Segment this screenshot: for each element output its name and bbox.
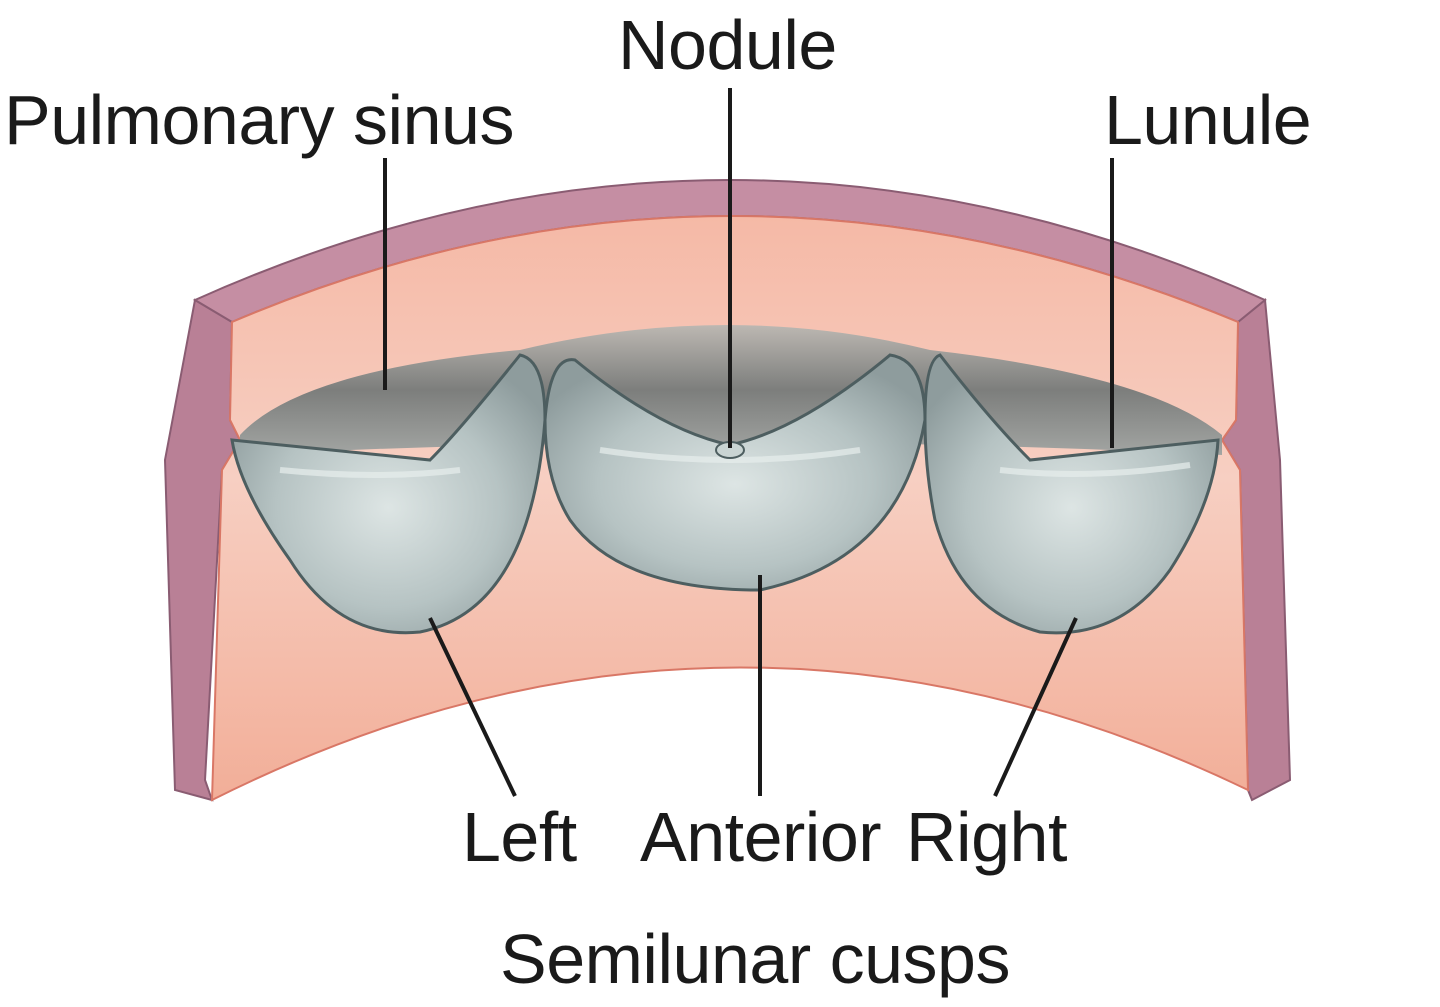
label-left-cusp: Left [462, 798, 577, 876]
diagram-caption: Semilunar cusps [500, 920, 1010, 998]
leader-line-left [428, 617, 517, 797]
label-lunule: Lunule [1104, 81, 1312, 159]
leader-lines [383, 88, 1114, 797]
label-anterior-cusp: Anterior [640, 798, 882, 876]
right-cusp [923, 353, 1220, 635]
label-right-cusp: Right [906, 798, 1067, 876]
label-nodule: Nodule [618, 6, 837, 84]
anterior-cusp [543, 353, 927, 592]
leader-line-right [993, 617, 1078, 797]
left-cusp [230, 353, 547, 635]
label-pulmonary-sinus: Pulmonary sinus [4, 81, 514, 159]
